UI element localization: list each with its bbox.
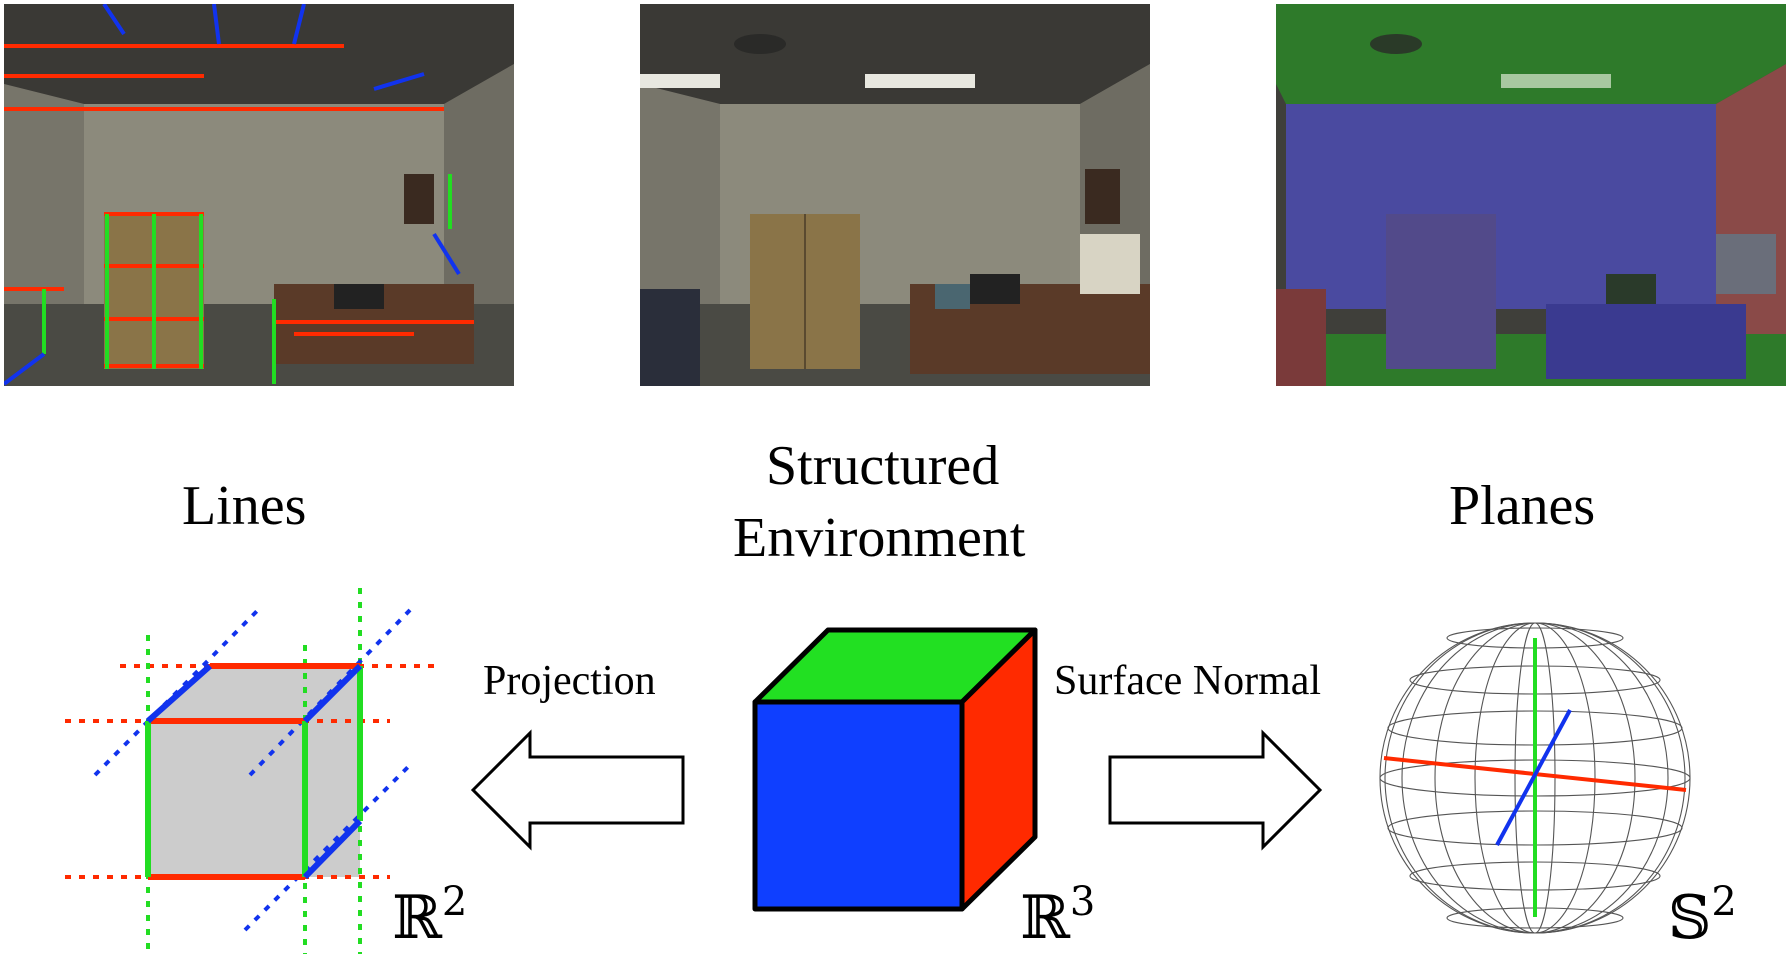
structured-title-line2: Environment [733, 507, 1026, 569]
office-photo-lines-image [4, 4, 514, 386]
lines-title: Lines [182, 475, 307, 537]
s2-base: 𝕊 [1668, 883, 1712, 953]
r2-exponent: 2 [441, 879, 468, 925]
unit-sphere [1379, 622, 1691, 934]
cube-front-face [752, 699, 965, 912]
blue-dotted-line [93, 608, 260, 777]
office-photo-planes-image [1276, 4, 1786, 386]
red-normal-axis [1383, 756, 1687, 792]
office-photo-planes [1276, 4, 1786, 386]
projected-cube [65, 588, 440, 954]
office-photo-original-image [640, 4, 1150, 386]
blue-normal-axis [1495, 709, 1572, 846]
office-photo-lines [4, 4, 514, 386]
structured-title-line1: Structured [766, 435, 1000, 497]
r3-base: ℝ [1020, 883, 1070, 953]
r3-exponent: 3 [1069, 879, 1096, 925]
blue-edge [302, 663, 363, 724]
surface-normal-label: Surface Normal [1054, 658, 1322, 704]
cube-top-face [752, 627, 1038, 705]
sphere-normals [1383, 638, 1687, 917]
blue-edge [302, 818, 363, 880]
s2-exponent: 2 [1711, 879, 1737, 925]
blue-edge [146, 663, 212, 724]
cube-right-face [959, 627, 1038, 912]
blue-dotted-line [243, 763, 412, 932]
projection-arrow [470, 729, 685, 851]
projection-label: Projection [483, 658, 656, 704]
r2-base: ℝ [392, 883, 442, 953]
s2-label: 𝕊2 [1668, 882, 1737, 948]
planes-title: Planes [1449, 475, 1596, 537]
r3-label: ℝ3 [1020, 882, 1095, 948]
blue-dotted-line [248, 608, 412, 777]
office-photo-original [640, 4, 1150, 386]
surface-normal-arrow [1108, 729, 1323, 851]
r2-label: ℝ2 [392, 882, 467, 948]
structured-cube [752, 627, 1038, 912]
